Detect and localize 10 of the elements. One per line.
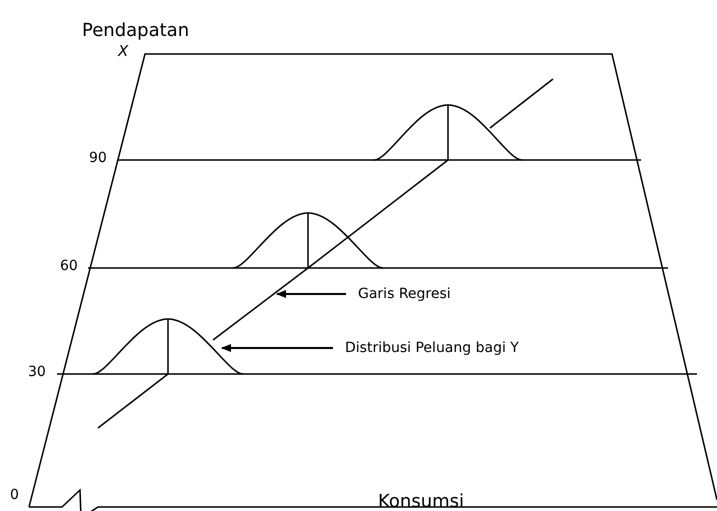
leader-arrow	[221, 344, 333, 352]
axis-tick-label: 60	[60, 259, 78, 273]
axis-variable-label: X	[118, 44, 128, 59]
axis-tick-label: 30	[28, 365, 46, 379]
axis-tick-label: 0	[10, 488, 19, 502]
axis-tick-label: 90	[89, 151, 107, 165]
leader-arrow	[276, 290, 346, 298]
callout-text: Distribusi Peluang bagi Y	[345, 341, 519, 355]
callout-text: Garis Regresi	[358, 287, 451, 301]
axis-title: Pendapatan	[82, 22, 190, 40]
